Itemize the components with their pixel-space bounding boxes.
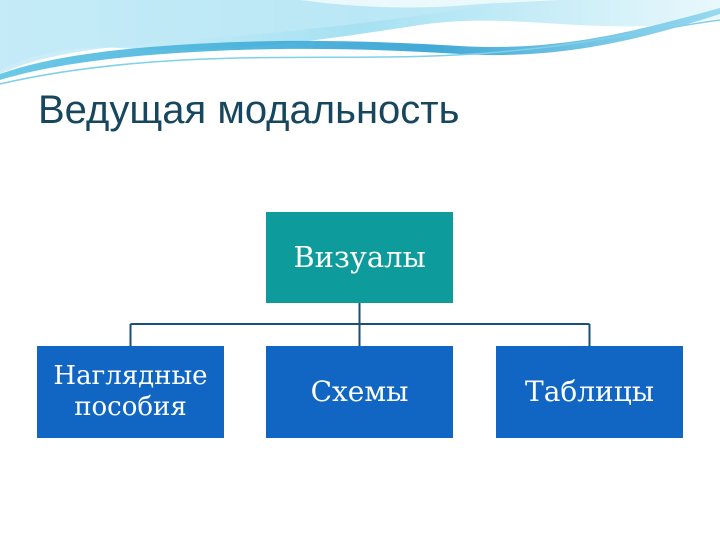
child-node-visual-aids: Наглядные пособия [37, 346, 224, 438]
slide-title: Ведущая модальность [38, 88, 460, 132]
child-node-tables: Таблицы [496, 346, 683, 438]
child-node-label: Наглядные пособия [53, 361, 208, 422]
child-node-label: Таблицы [525, 375, 654, 409]
header-wave-decoration [0, 0, 720, 85]
root-node-visuals: Визуалы [266, 212, 453, 303]
child-node-label: Схемы [310, 375, 409, 409]
child-node-schemes: Схемы [266, 346, 453, 438]
root-node-label: Визуалы [293, 240, 426, 275]
